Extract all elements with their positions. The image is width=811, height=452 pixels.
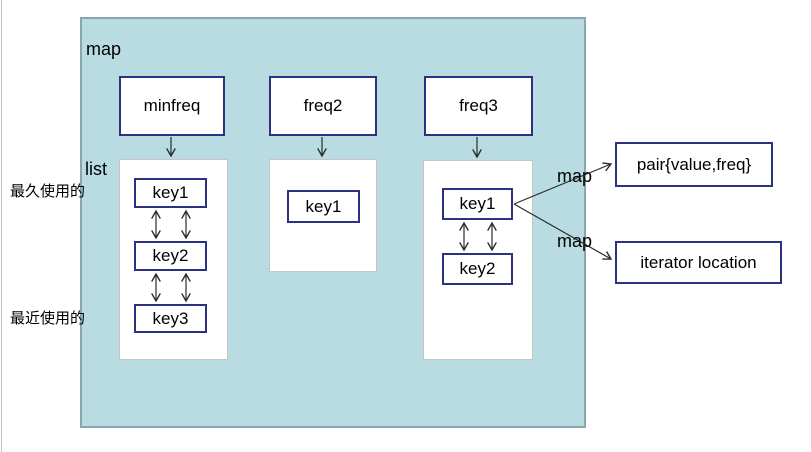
list-label: list bbox=[85, 159, 107, 179]
pair-value-freq-node: pair{value,freq} bbox=[615, 142, 773, 187]
mru-annotation: 最近使用的 bbox=[10, 310, 86, 327]
freq-node-minfreq: minfreq bbox=[119, 76, 225, 136]
window-left-edge bbox=[1, 0, 2, 452]
key-node-freq3-key2: key2 bbox=[442, 253, 513, 285]
edge-label-map-to-iterator: map bbox=[557, 231, 593, 251]
key-node-freq3-key1: key1 bbox=[442, 188, 513, 220]
key-node-minfreq-key2: key2 bbox=[134, 241, 207, 271]
edge-label-map-to-pair: map bbox=[557, 166, 593, 186]
iterator-location-node: iterator location bbox=[615, 241, 782, 284]
freq-node-freq3: freq3 bbox=[424, 76, 533, 136]
map-panel-label: map bbox=[86, 39, 122, 59]
lru-annotation: 最久使用的 bbox=[10, 183, 86, 200]
freq-node-freq2: freq2 bbox=[269, 76, 377, 136]
key-node-minfreq-key3: key3 bbox=[134, 304, 207, 333]
key-node-freq2-key1: key1 bbox=[287, 190, 360, 223]
key-node-minfreq-key1: key1 bbox=[134, 178, 207, 208]
